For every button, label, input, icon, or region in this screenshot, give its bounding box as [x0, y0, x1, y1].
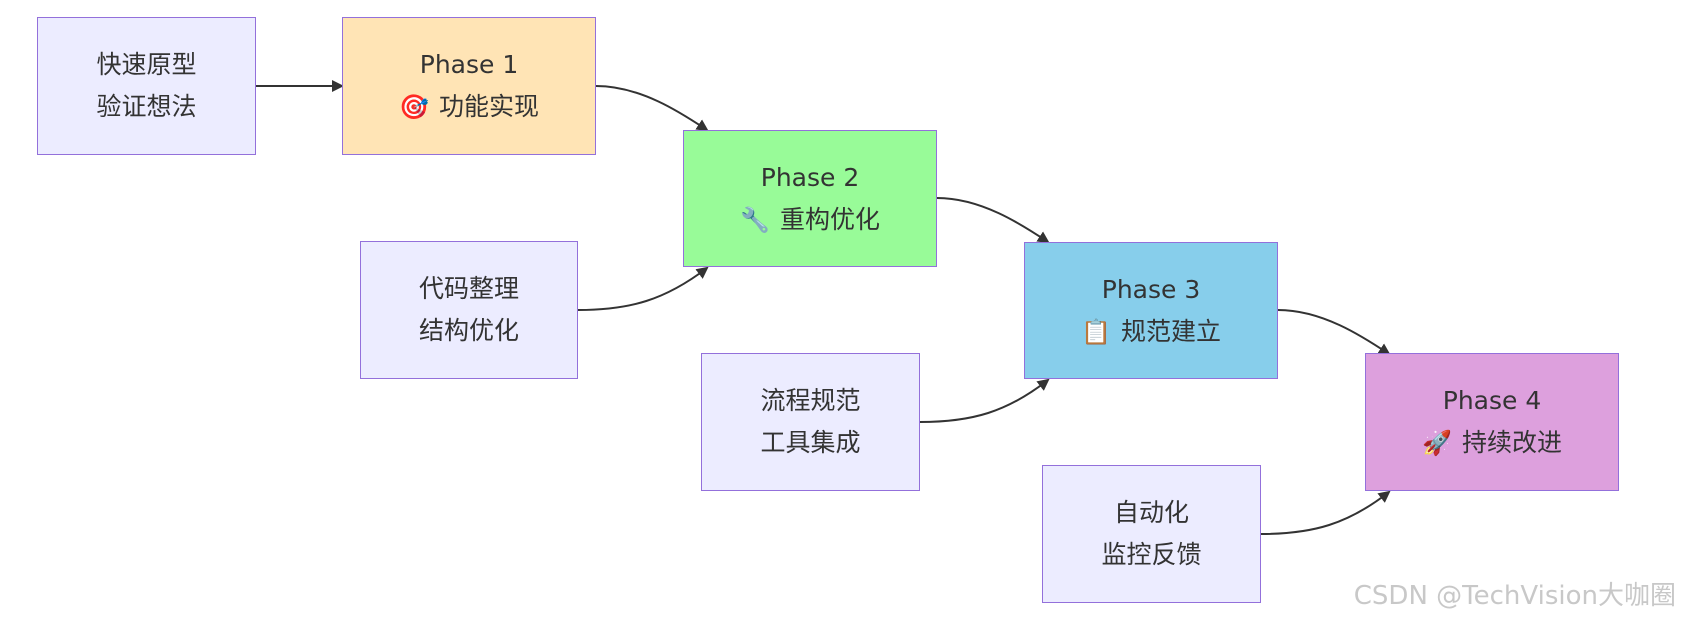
- edge-phase3-phase4: [1277, 309, 1391, 356]
- node-label-line: 流程规范: [760, 386, 861, 415]
- edge-refactor-phase2: [577, 266, 709, 311]
- node-label-line: 结构优化: [418, 316, 519, 345]
- node-label: 规范建立: [1120, 316, 1221, 346]
- rocket-icon: 🚀: [1422, 429, 1452, 457]
- node-label: 重构优化: [779, 204, 880, 234]
- node-label-line: 自动化: [1113, 498, 1189, 527]
- watermark: CSDN @TechVision大咖圈: [1353, 581, 1676, 611]
- node-label-row: 🔧 重构优化: [740, 199, 880, 241]
- target-icon: 🎯: [399, 93, 429, 121]
- node-title: Phase 1: [419, 50, 519, 79]
- node-title: Phase 2: [760, 162, 860, 192]
- wrench-icon: 🔧: [740, 205, 770, 234]
- node-title: Phase 3: [1101, 274, 1201, 304]
- node-label-line: 监控反馈: [1101, 540, 1202, 569]
- node-label-line: 代码整理: [418, 274, 519, 303]
- node-rapid-prototype: 快速原型 验证想法: [37, 17, 256, 155]
- node-code-cleanup: 代码整理 结构优化: [360, 241, 578, 379]
- node-phase-1: Phase 1 🎯 功能实现: [342, 17, 596, 155]
- edge-process-phase3: [919, 378, 1050, 423]
- node-label: 持续改进: [1461, 428, 1562, 457]
- node-phase-2: Phase 2 🔧 重构优化: [683, 130, 937, 267]
- node-label: 功能实现: [438, 92, 539, 121]
- node-label-line: 工具集成: [760, 428, 861, 457]
- node-label-row: 🚀 持续改进: [1422, 422, 1562, 464]
- edge-auto-phase4: [1260, 490, 1391, 535]
- node-title: Phase 4: [1442, 386, 1542, 415]
- node-label-line: 验证想法: [96, 92, 197, 121]
- node-label-line: 快速原型: [96, 50, 197, 79]
- clipboard-icon: 📋: [1081, 317, 1111, 346]
- edge-phase1-phase2: [595, 85, 709, 132]
- node-label-row: 🎯 功能实现: [399, 86, 539, 128]
- edge-phase2-phase3: [936, 197, 1050, 244]
- node-phase-4: Phase 4 🚀 持续改进: [1365, 353, 1619, 491]
- node-automation: 自动化 监控反馈: [1042, 465, 1261, 603]
- node-label-row: 📋 规范建立: [1081, 311, 1221, 353]
- node-phase-3: Phase 3 📋 规范建立: [1024, 242, 1278, 379]
- node-process-standards: 流程规范 工具集成: [701, 353, 920, 491]
